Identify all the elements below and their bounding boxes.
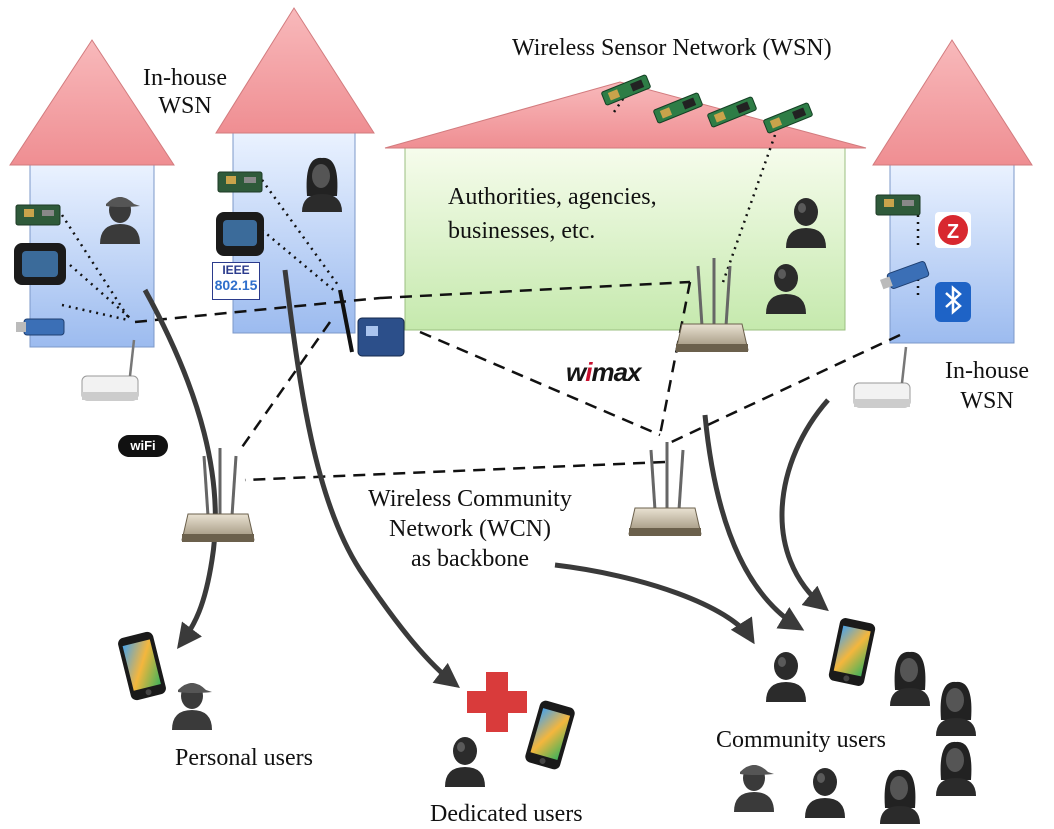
- sensor-links: [60, 92, 920, 322]
- bluetooth-icon: [935, 282, 971, 322]
- wifi-logo: wiFi: [118, 435, 168, 457]
- wsn-title: Wireless Sensor Network (WSN): [512, 35, 832, 61]
- ieee-top: IEEE: [222, 263, 250, 277]
- user-woman-icon: [936, 741, 976, 796]
- user-icon: [805, 768, 845, 818]
- smartphone-icon: [827, 616, 877, 688]
- sensor-mote-icon: [217, 171, 263, 193]
- medical-cross-icon: [467, 672, 527, 732]
- usb-sensor-icon: [15, 318, 65, 336]
- wcn-links: [134, 280, 901, 482]
- sensor-node-icon: [14, 243, 66, 285]
- router-icon: [627, 440, 703, 538]
- gateway-icon: [852, 345, 912, 409]
- sensor-mote-icon: [15, 204, 61, 226]
- sensor-mote-icon: [875, 194, 921, 216]
- smartphone-icon: [116, 630, 168, 702]
- user-icon: [445, 737, 485, 787]
- wimax-logo: wimax: [566, 357, 642, 388]
- user-cap-icon: [734, 765, 774, 812]
- user-cap-icon: [172, 683, 212, 730]
- gateway-icon: [80, 338, 140, 402]
- house-right: [872, 39, 1033, 344]
- inhouse-wsn-right-label: In-house WSN: [945, 358, 1029, 414]
- user-woman-icon: [880, 769, 920, 824]
- wimax-w: w: [566, 357, 586, 387]
- community-users-label: Community users: [716, 727, 887, 753]
- user-icon: [766, 652, 806, 702]
- smartphone-icon: [523, 699, 577, 771]
- router-icon: [180, 446, 256, 544]
- ieee-bottom: 802.15: [214, 277, 258, 293]
- dedicated-users-label: Dedicated users: [430, 801, 583, 827]
- wimax-i: i: [585, 357, 592, 387]
- personal-users-label: Personal users: [175, 745, 313, 771]
- wimax-rest: max: [591, 357, 641, 387]
- sensor-node-icon: [216, 212, 264, 256]
- user-woman-icon: [890, 651, 930, 706]
- user-woman-icon: [936, 681, 976, 736]
- zigbee-letter: Z: [947, 221, 959, 243]
- zigbee-icon: [935, 212, 971, 248]
- wcn-label: Wireless Community Network (WCN) as back…: [368, 486, 572, 572]
- authorities-label: Authorities, agencies, businesses, etc.: [448, 184, 657, 244]
- inhouse-wsn-left-label: In-house WSN: [143, 65, 227, 119]
- mesh-router-icon: [338, 289, 405, 357]
